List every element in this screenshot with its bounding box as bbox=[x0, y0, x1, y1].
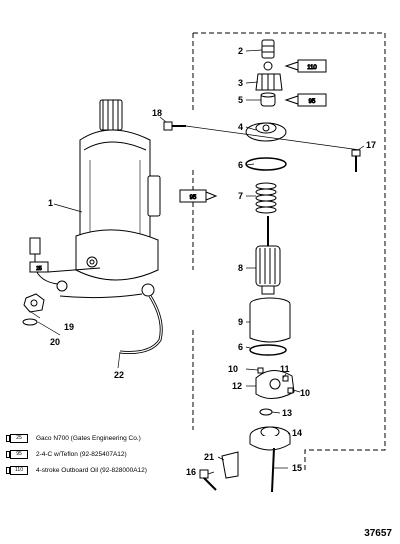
part-8-armature bbox=[255, 216, 281, 295]
callout-12: 12 bbox=[232, 381, 242, 391]
tube-icon: 25 bbox=[6, 433, 28, 443]
callout-10-right: 10 bbox=[300, 388, 310, 398]
callout-8: 8 bbox=[238, 263, 243, 273]
tube-label-95-left: 95 bbox=[190, 195, 197, 201]
battery-cable bbox=[59, 283, 163, 354]
legend-text: 4-stroke Outboard Oil (92-828000A12) bbox=[36, 466, 147, 474]
callout-10-left: 10 bbox=[228, 364, 238, 374]
part-17-screw bbox=[351, 149, 361, 172]
starter-assembly bbox=[75, 99, 161, 281]
part-6-o-ring-lower bbox=[249, 344, 287, 356]
legend-row-25: 25 Gaco N700 (Gates Engineering Co.) bbox=[6, 432, 141, 444]
callout-21: 21 bbox=[204, 452, 214, 462]
part-15-through-bolt bbox=[271, 447, 275, 493]
tube-25: 25 bbox=[29, 261, 49, 273]
callout-22: 22 bbox=[114, 370, 124, 380]
callout-19: 19 bbox=[64, 322, 74, 332]
callout-6-upper: 6 bbox=[238, 160, 243, 170]
nut-and-washer bbox=[22, 293, 45, 326]
tube-110: 110 bbox=[284, 59, 327, 73]
tube-label-110: 110 bbox=[307, 65, 317, 71]
legend-text: Gaco N700 (Gates Engineering Co.) bbox=[36, 434, 141, 442]
tube-label-95-upper: 95 bbox=[309, 99, 316, 105]
part-2-spring bbox=[261, 39, 275, 71]
legend-code: 110 bbox=[10, 465, 28, 475]
figure-number: 37657 bbox=[364, 528, 392, 539]
legend-code: 95 bbox=[10, 449, 28, 459]
part-13-washer bbox=[259, 408, 273, 416]
exploded-view-boundary bbox=[192, 32, 386, 470]
part-5-bushing bbox=[260, 92, 276, 107]
callout-3: 3 bbox=[238, 78, 243, 88]
part-21-bracket bbox=[221, 451, 239, 479]
part-7-thrust-washers bbox=[255, 182, 277, 214]
callout-1: 1 bbox=[48, 198, 53, 208]
part-14-end-cap bbox=[249, 426, 291, 451]
tube-label-25: 25 bbox=[36, 266, 42, 272]
part-3-drive-gear bbox=[255, 73, 283, 91]
callout-7: 7 bbox=[238, 191, 243, 201]
callout-4: 4 bbox=[238, 122, 243, 132]
tube-icon: 110 bbox=[6, 465, 28, 475]
callout-5: 5 bbox=[238, 95, 243, 105]
callout-14: 14 bbox=[292, 428, 302, 438]
part-12-brush-plate bbox=[255, 367, 295, 399]
part-18-bolt bbox=[163, 121, 186, 131]
part-6-o-ring-upper bbox=[245, 157, 287, 171]
callout-15: 15 bbox=[292, 463, 302, 473]
leader-lines bbox=[27, 49, 365, 475]
callout-17: 17 bbox=[366, 140, 376, 150]
callout-13: 13 bbox=[282, 408, 292, 418]
callout-20: 20 bbox=[50, 337, 60, 347]
callout-18: 18 bbox=[152, 108, 162, 118]
tube-95-upper: 95 bbox=[284, 93, 327, 107]
callout-6-lower: 6 bbox=[238, 342, 243, 352]
callout-2: 2 bbox=[238, 46, 243, 56]
legend-row-95: 95 2-4-C w/Teflon (92-825407A12) bbox=[6, 448, 127, 460]
tube-95-left: 95 bbox=[179, 189, 218, 203]
part-9-field-housing bbox=[249, 297, 291, 343]
legend-code: 25 bbox=[10, 433, 28, 443]
tube-icon: 95 bbox=[6, 449, 28, 459]
part-4-drive-end-cap bbox=[245, 122, 287, 142]
part-16-bolt bbox=[199, 469, 217, 491]
callout-11: 11 bbox=[280, 364, 290, 374]
legend-row-110: 110 4-stroke Outboard Oil (92-828000A12) bbox=[6, 464, 147, 476]
legend-text: 2-4-C w/Teflon (92-825407A12) bbox=[36, 450, 127, 458]
callout-16: 16 bbox=[186, 467, 196, 477]
starter-lead-wire bbox=[29, 237, 101, 292]
callout-9: 9 bbox=[238, 317, 243, 327]
